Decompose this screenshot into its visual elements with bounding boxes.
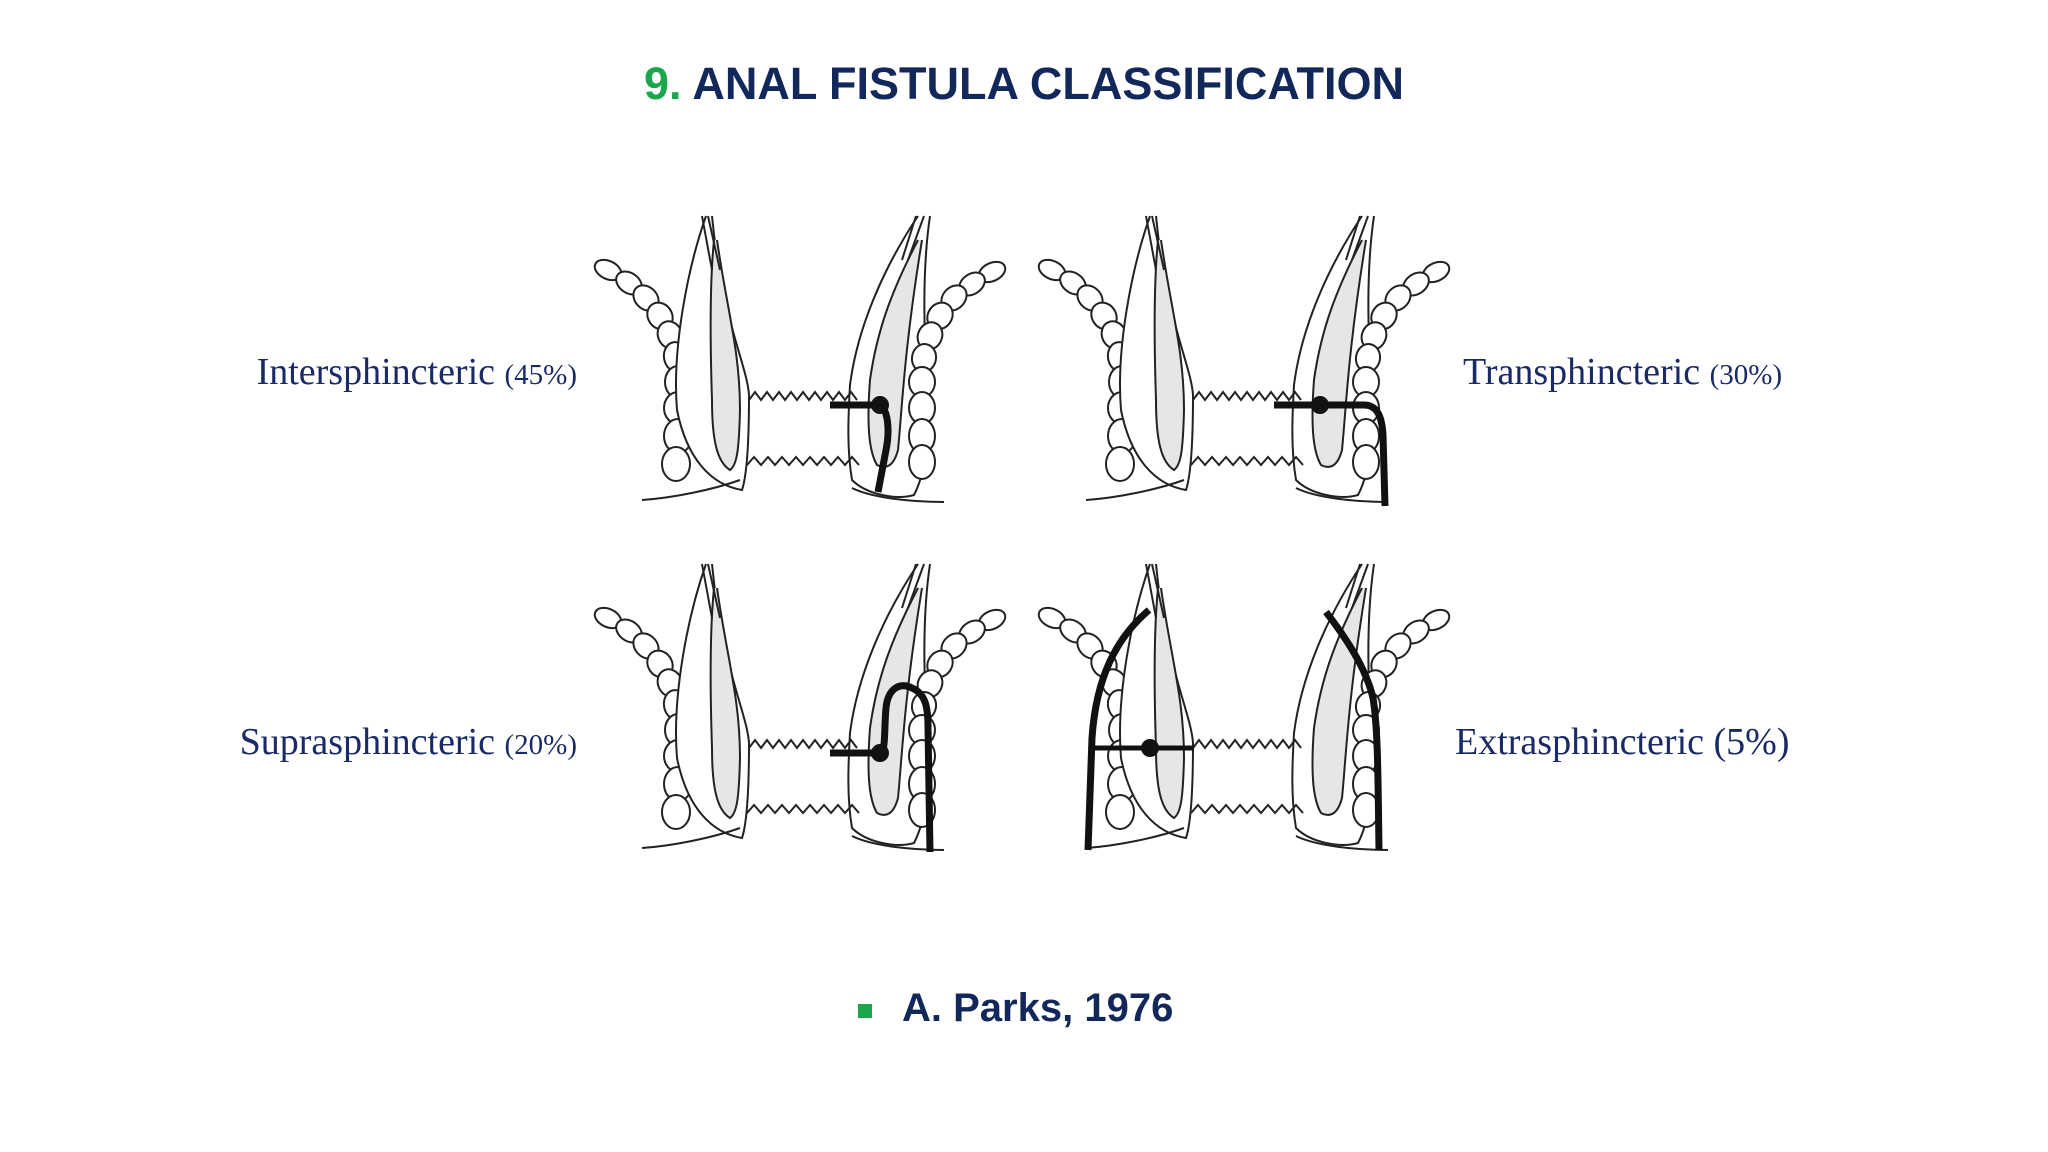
label-extrasphincteric-name: Extrasphincteric [1455, 721, 1705, 763]
page-title: 9. ANAL FISTULA CLASSIFICATION [0, 58, 2048, 110]
internal-opening [1141, 739, 1159, 757]
label-transphincteric-percent: (30%) [1709, 359, 1783, 391]
title-text: ANAL FISTULA CLASSIFICATION [692, 58, 1404, 109]
label-transphincteric-name: Transphincteric [1463, 351, 1701, 393]
diagram-intersphincteric [590, 215, 1010, 503]
diagram-suprasphincteric [590, 563, 1010, 853]
fistula-tract [830, 682, 934, 853]
fistula-tract [1274, 401, 1389, 507]
citation: A. Parks, 1976 [902, 986, 1174, 1030]
diagram-extrasphincteric [1034, 563, 1454, 851]
label-extrasphincteric-percent: (5%) [1713, 721, 1790, 763]
square-bullet-icon [858, 1004, 872, 1018]
label-suprasphincteric: Suprasphincteric (20%) [240, 720, 577, 764]
label-transphincteric: Transphincteric (30%) [1463, 350, 1782, 394]
label-extrasphincteric: Extrasphincteric (5%) [1455, 720, 1789, 764]
internal-opening [1311, 396, 1329, 414]
internal-opening [871, 396, 889, 414]
label-suprasphincteric-percent: (20%) [504, 729, 577, 761]
internal-opening [871, 744, 889, 762]
label-suprasphincteric-name: Suprasphincteric [239, 721, 496, 763]
label-intersphincteric-percent: (45%) [504, 359, 577, 391]
diagram-transphincteric [1034, 215, 1454, 507]
fistula-tract-left [1084, 607, 1152, 851]
fistula-tract-right [1323, 609, 1383, 851]
label-intersphincteric-name: Intersphincteric [256, 351, 496, 393]
label-intersphincteric: Intersphincteric (45%) [257, 350, 577, 394]
title-number: 9. [643, 58, 682, 109]
